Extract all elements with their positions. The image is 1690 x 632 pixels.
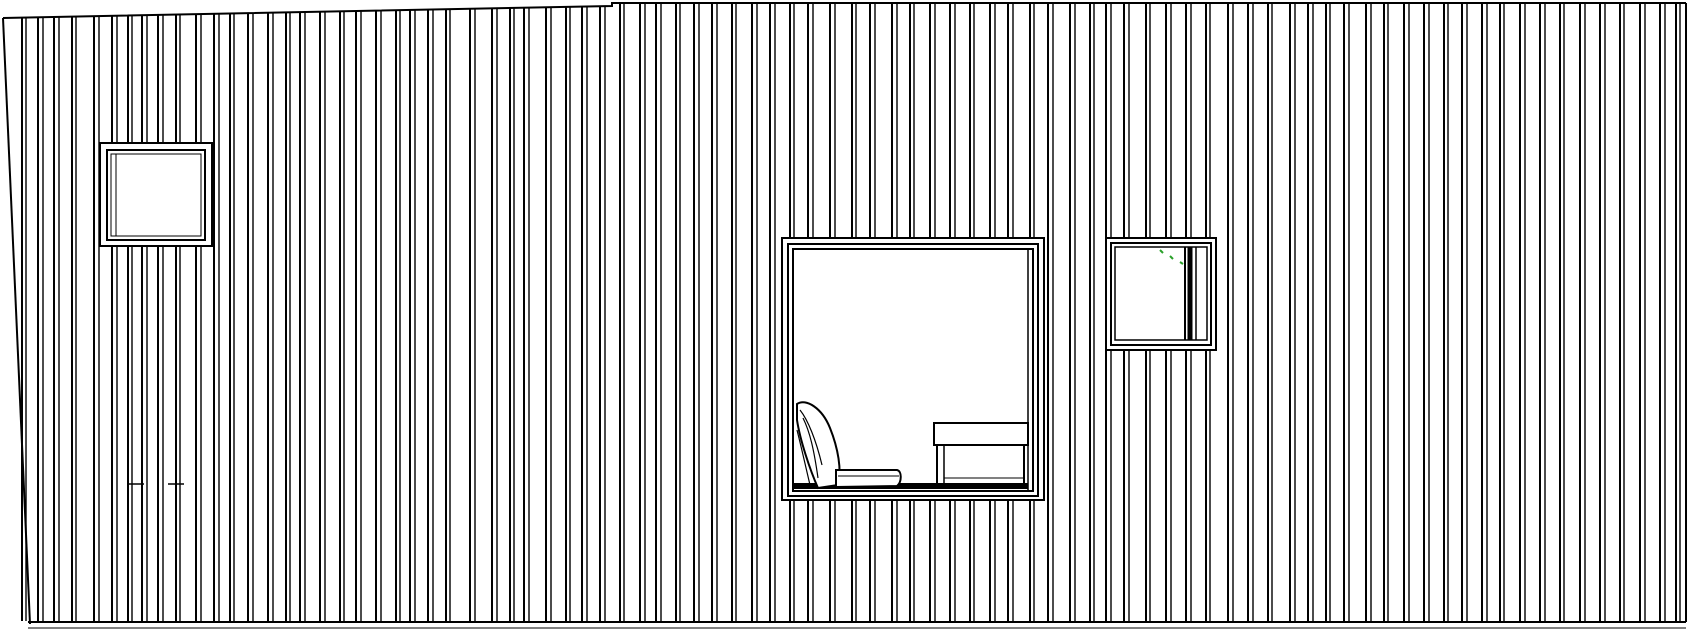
vertical-siding-boards xyxy=(21,4,1681,621)
window-right xyxy=(1105,237,1217,351)
plant-leaf-2 xyxy=(1169,255,1174,260)
window-right-glass xyxy=(1114,246,1208,341)
plant-leaf-1 xyxy=(1159,249,1164,254)
interior-floor xyxy=(793,483,1028,489)
plant-icon xyxy=(1159,249,1184,265)
armchair xyxy=(796,401,902,490)
plant-leaf-3 xyxy=(1179,261,1184,265)
armchair-back-detail xyxy=(796,409,823,486)
wall-top-edge xyxy=(2,2,1686,19)
window-center xyxy=(781,237,1045,501)
armchair-seat xyxy=(835,469,902,489)
window-left xyxy=(99,142,213,485)
window-left-glass xyxy=(110,153,202,237)
side-table-top xyxy=(933,422,1029,446)
side-table xyxy=(933,422,1029,484)
